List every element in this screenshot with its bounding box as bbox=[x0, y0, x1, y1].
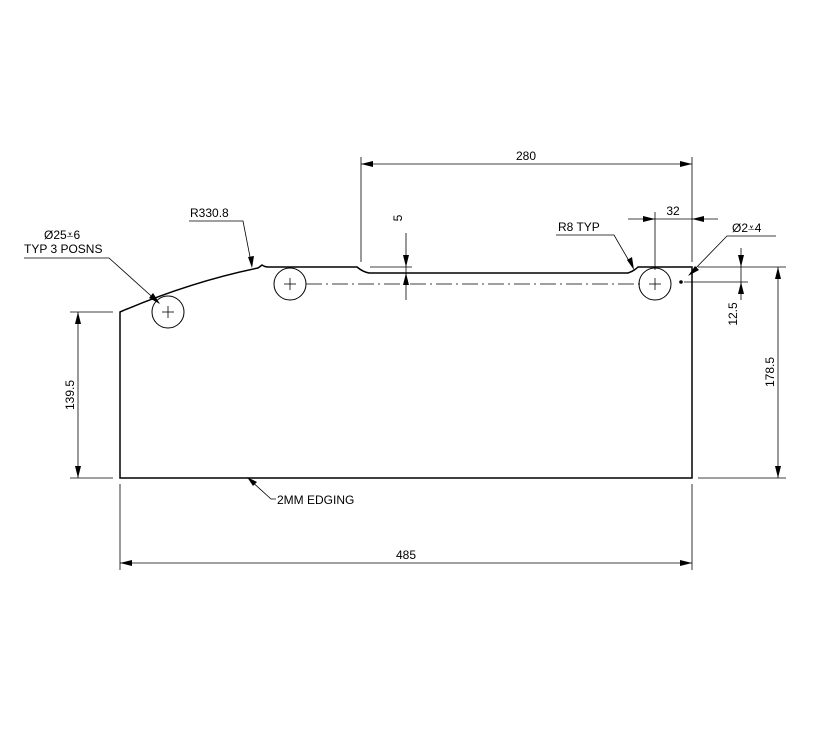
dim-overall-width: 485 bbox=[119, 484, 693, 570]
dim-notch-depth-text: 5 bbox=[391, 214, 405, 221]
dim-hole-drop-text: 12.5 bbox=[726, 302, 740, 326]
dim-hole-drop: 12.5 bbox=[684, 248, 758, 326]
callout-fillet-text: R8 TYP bbox=[558, 220, 600, 234]
dim-left-height-text: 139.5 bbox=[63, 380, 77, 410]
holes bbox=[151, 267, 683, 329]
callout-edging: 2MM EDGING bbox=[247, 477, 354, 507]
callout-large-hole-text-1: Ø25⩡6 bbox=[44, 228, 80, 242]
callout-small-hole: Ø2⩡4 bbox=[688, 221, 776, 276]
dim-notch-depth: 5 bbox=[370, 214, 412, 300]
dim-left-height: 139.5 bbox=[63, 311, 113, 479]
dim-top-span-text: 280 bbox=[516, 149, 536, 163]
callout-fillet: R8 TYP bbox=[556, 220, 634, 270]
callout-large-hole-text-2: TYP 3 POSNS bbox=[24, 242, 102, 256]
small-hole bbox=[679, 280, 683, 284]
callout-small-hole-text: Ø2⩡4 bbox=[732, 221, 762, 235]
dim-right-height: 178.5 bbox=[698, 266, 786, 479]
centre-lines bbox=[162, 278, 661, 318]
callout-radius-text: R330.8 bbox=[190, 206, 229, 220]
callout-radius: R330.8 bbox=[189, 206, 254, 268]
hole-left bbox=[151, 295, 185, 329]
panel-profile bbox=[119, 264, 693, 479]
dim-overall-width-text: 485 bbox=[396, 548, 416, 562]
part-outline bbox=[119, 264, 693, 479]
dim-hole-offset-text: 32 bbox=[666, 204, 680, 218]
dim-right-height-text: 178.5 bbox=[763, 357, 777, 387]
dim-hole-offset: 32 bbox=[628, 204, 718, 270]
callout-large-hole: Ø25⩡6 TYP 3 POSNS bbox=[24, 228, 160, 304]
callout-edging-text: 2MM EDGING bbox=[277, 493, 354, 507]
dim-top-span: 280 bbox=[360, 149, 693, 262]
